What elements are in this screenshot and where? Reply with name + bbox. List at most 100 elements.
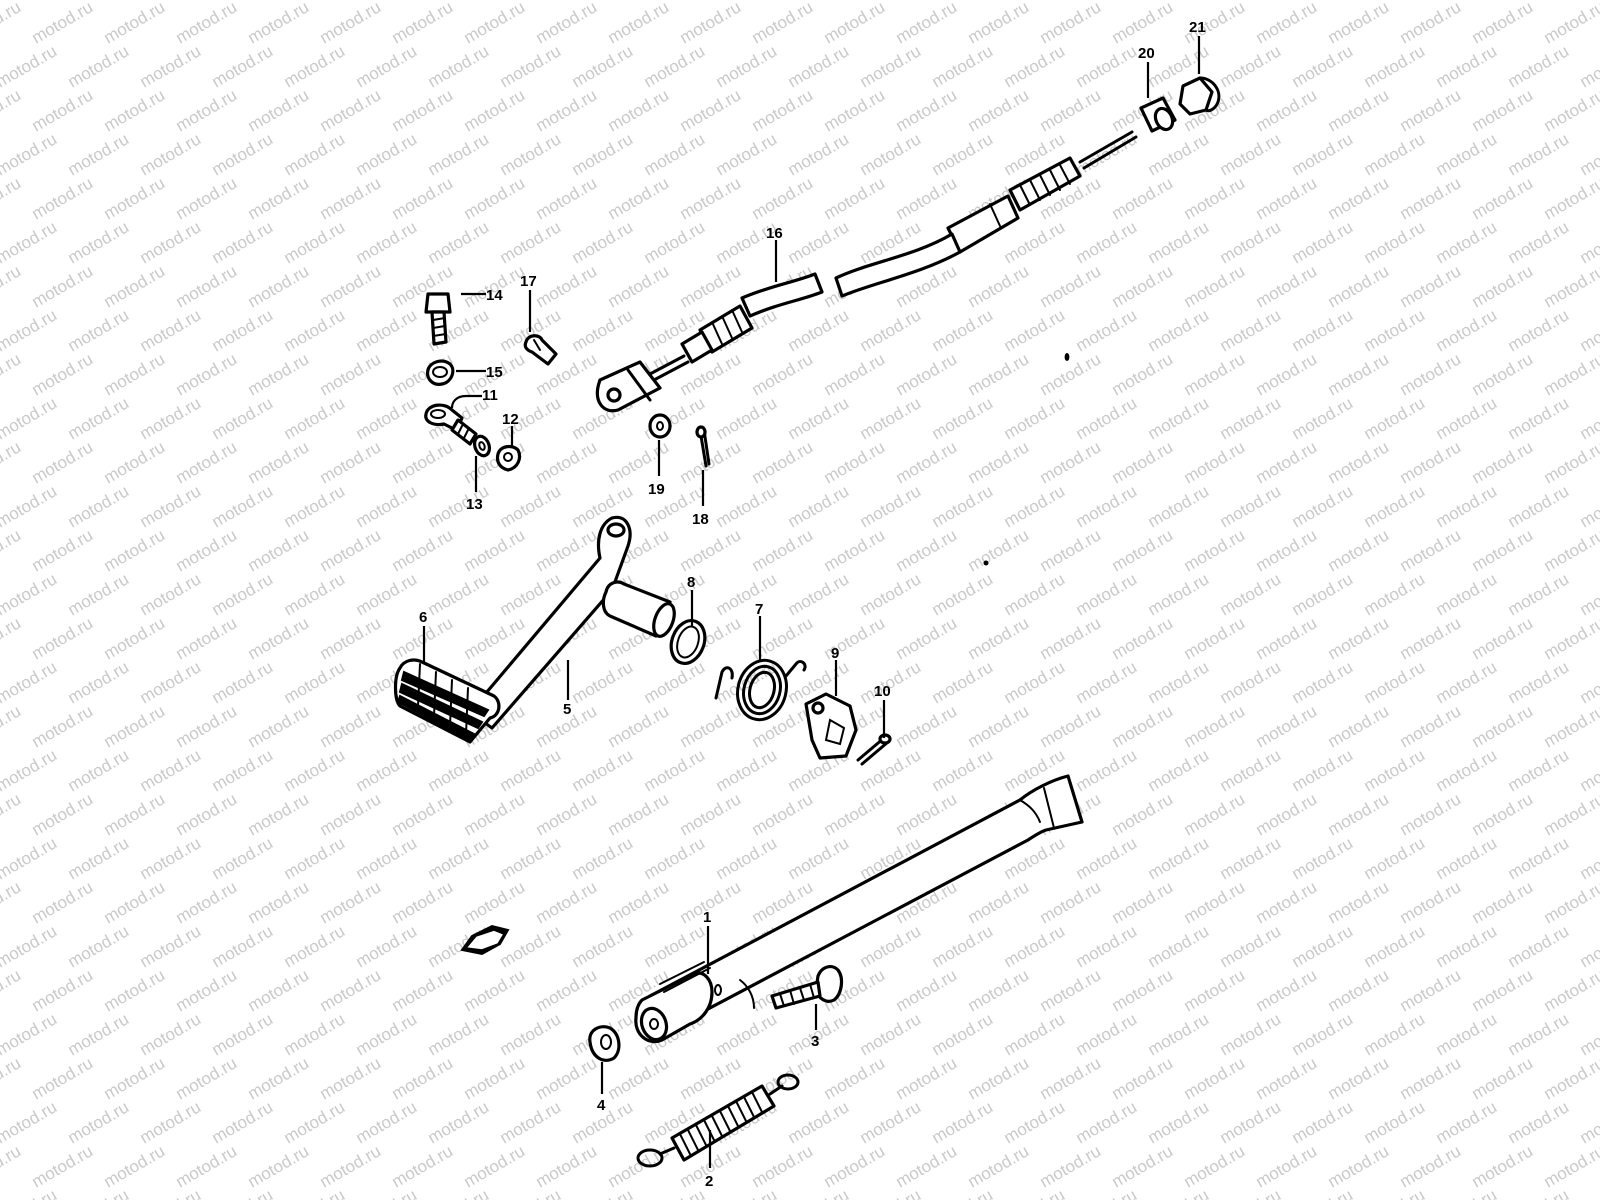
watermark-text: motod.ru (1145, 1097, 1213, 1147)
watermark-text: motod.ru (1469, 173, 1537, 223)
watermark-text: motod.ru (893, 85, 961, 135)
watermark-text: motod.ru (785, 305, 853, 355)
watermark-text: motod.ru (1433, 305, 1501, 355)
watermark-text: motod.ru (461, 173, 529, 223)
watermark-text: motod.ru (353, 305, 421, 355)
watermark-text: motod.ru (101, 965, 169, 1015)
watermark-text: motod.ru (425, 41, 493, 91)
callout-label-4: 4 (597, 1097, 606, 1114)
watermark-text: motod.ru (1361, 745, 1429, 795)
watermark-text: motod.ru (173, 437, 241, 487)
watermark-text: motod.ru (1289, 41, 1357, 91)
watermark-text: motod.ru (245, 349, 313, 399)
watermark-text: motod.ru (281, 305, 349, 355)
watermark-text: motod.ru (29, 965, 97, 1015)
watermark-text: motod.ru (857, 0, 925, 3)
watermark-text: motod.ru (893, 965, 961, 1015)
part-20-collar (1139, 96, 1177, 133)
watermark-text: motod.ru (389, 1141, 457, 1191)
watermark-text: motod.ru (1325, 437, 1393, 487)
watermark-text: motod.ru (1253, 701, 1321, 751)
watermark-text: motod.ru (1109, 1053, 1177, 1103)
watermark-text: motod.ru (0, 657, 60, 707)
watermark-text: motod.ru (1433, 1009, 1501, 1059)
part-10-cotter-pin (856, 733, 892, 766)
watermark-text: motod.ru (0, 833, 60, 883)
watermark-text: motod.ru (785, 393, 853, 443)
watermark-text: motod.ru (209, 1009, 277, 1059)
watermark-text: motod.ru (245, 613, 313, 663)
watermark-text: motod.ru (1325, 701, 1393, 751)
watermark-text: motod.ru (533, 0, 601, 47)
watermark-text: motod.ru (245, 525, 313, 575)
watermark-text: motod.ru (101, 349, 169, 399)
watermark-text: motod.ru (245, 877, 313, 927)
watermark-text: motod.ru (605, 437, 673, 487)
watermark-text: motod.ru (893, 613, 961, 663)
watermark-text: motod.ru (1001, 1097, 1069, 1147)
watermark-text: motod.ru (749, 0, 817, 47)
watermark-text: motod.ru (1253, 525, 1321, 575)
watermark-text: motod.ru (209, 481, 277, 531)
watermark-text: motod.ru (1181, 1053, 1249, 1103)
watermark-text: motod.ru (29, 0, 97, 47)
watermark-text: motod.ru (137, 393, 205, 443)
watermark-text: motod.ru (65, 657, 133, 707)
watermark-text: motod.ru (1325, 1053, 1393, 1103)
watermark-text: motod.ru (281, 745, 349, 795)
watermark-text: motod.ru (0, 217, 60, 267)
watermark-text: motod.ru (1325, 613, 1393, 663)
watermark-text: motod.ru (677, 1053, 745, 1103)
watermark-text: motod.ru (1253, 349, 1321, 399)
watermark-text: motod.ru (1541, 1141, 1600, 1191)
watermark-text: motod.ru (1469, 701, 1537, 751)
callout-label-21: 21 (1189, 19, 1206, 36)
watermark-text: motod.ru (1001, 305, 1069, 355)
watermark-text: motod.ru (1109, 789, 1177, 839)
watermark-text: motod.ru (29, 85, 97, 135)
watermark-text: motod.ru (137, 41, 205, 91)
watermark-text: motod.ru (65, 217, 133, 267)
watermark-text: motod.ru (1217, 833, 1285, 883)
watermark-text: motod.ru (1217, 745, 1285, 795)
watermark-text: motod.ru (641, 129, 709, 179)
watermark-text: motod.ru (101, 261, 169, 311)
watermark-text: motod.ru (425, 569, 493, 619)
part-18-cotter-pin (695, 425, 711, 468)
watermark-text: motod.ru (317, 437, 385, 487)
part-12-nut (495, 444, 522, 472)
watermark-text: motod.ru (1217, 305, 1285, 355)
watermark-text: motod.ru (317, 525, 385, 575)
watermark-text: motod.ru (1433, 393, 1501, 443)
watermark-text: motod.ru (965, 965, 1033, 1015)
watermark-text: motod.ru (785, 569, 853, 619)
watermark-text: motod.ru (353, 481, 421, 531)
watermark-text: motod.ru (1001, 0, 1069, 3)
watermark-text: motod.ru (749, 1141, 817, 1191)
watermark-text: motod.ru (173, 1141, 241, 1191)
watermark-text: motod.ru (389, 437, 457, 487)
watermark-text: motod.ru (425, 1009, 493, 1059)
watermark-text: motod.ru (821, 85, 889, 135)
watermark-text: motod.ru (533, 85, 601, 135)
watermark-text: motod.ru (1037, 85, 1105, 135)
watermark-text: motod.ru (245, 1053, 313, 1103)
callout-label-1: 1 (703, 909, 711, 926)
watermark-text: motod.ru (209, 41, 277, 91)
watermark-text: motod.ru (497, 1009, 565, 1059)
watermark-text: motod.ru (0, 173, 24, 223)
watermark-text: motod.ru (569, 129, 637, 179)
watermark-text: motod.ru (965, 877, 1033, 927)
watermark-text: motod.ru (1253, 965, 1321, 1015)
watermark-text: motod.ru (785, 41, 853, 91)
watermark-text: motod.ru (749, 85, 817, 135)
watermark-text: motod.ru (0, 745, 60, 795)
watermark-text: motod.ru (245, 85, 313, 135)
watermark-text: motod.ru (1541, 613, 1600, 663)
part-6-pedal-rubber (393, 658, 501, 744)
watermark-text: motod.ru (641, 0, 709, 3)
watermark-text: motod.ru (857, 921, 925, 971)
watermark-text: motod.ru (353, 833, 421, 883)
watermark-text: motod.ru (0, 261, 24, 311)
watermark-text: motod.ru (821, 437, 889, 487)
